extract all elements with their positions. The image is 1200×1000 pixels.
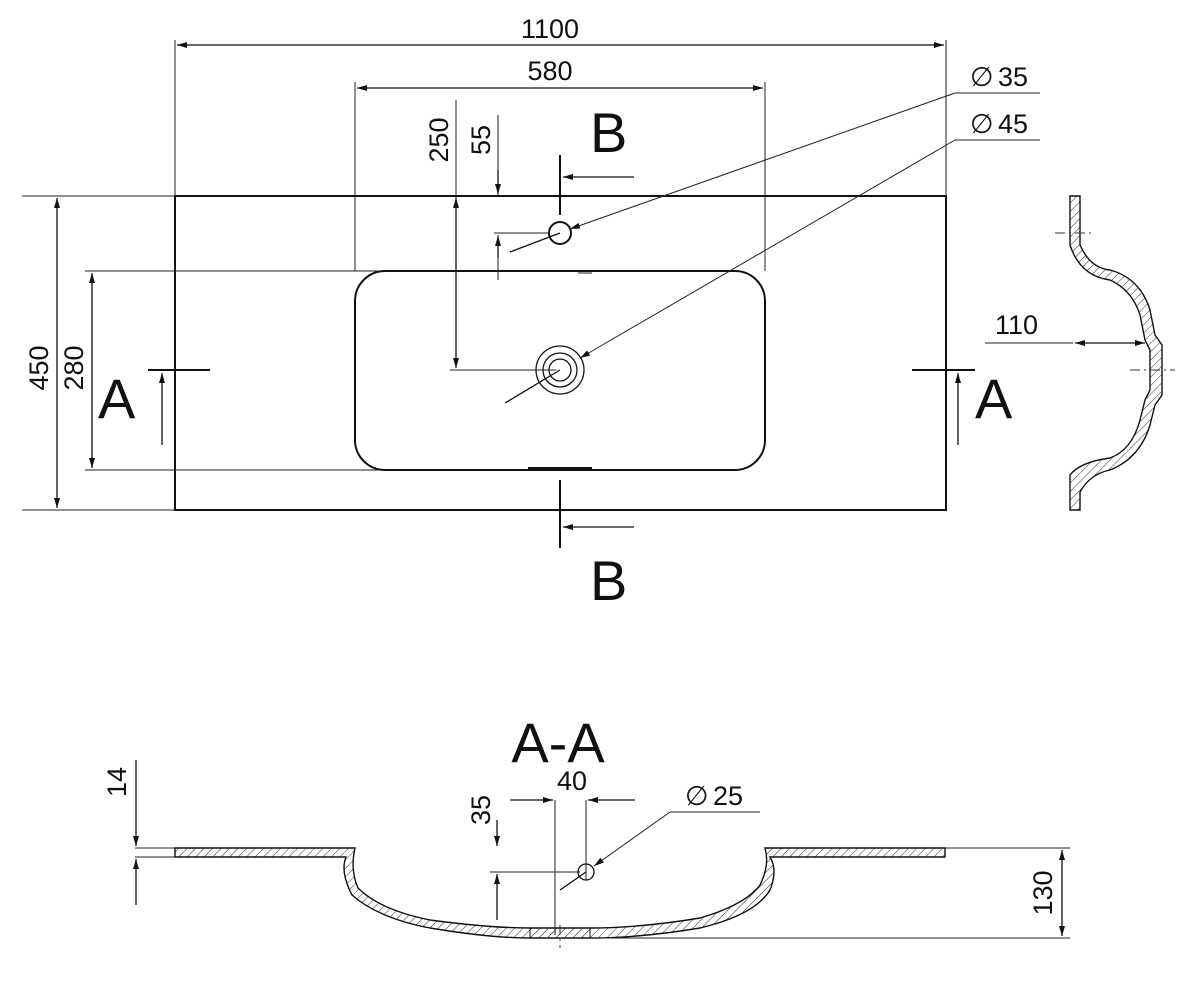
dim-bowl-width: 580 (527, 56, 572, 86)
dim-tap-hole-dia: 35 (998, 62, 1028, 92)
leader-line-drain (579, 139, 956, 359)
basin-bowl-outline (354, 270, 766, 471)
diameter-symbol-tap: ∅ (970, 62, 994, 92)
dim-drain-dia: 45 (998, 109, 1028, 139)
side-section-view: 110 (985, 195, 1175, 511)
dim-tap-edge: 55 (466, 125, 496, 155)
dim-total-height: 130 (1028, 870, 1058, 915)
plan-view: 1100 580 250 55 ∅ 35 ∅ 45 450 (22, 14, 1040, 612)
diameter-symbol-overflow: ∅ (685, 781, 709, 811)
basin-cross-section (174, 847, 946, 939)
section-a-label-right: A (975, 367, 1013, 430)
section-aa-title: A-A (511, 711, 605, 774)
leader-arrow-tap (509, 232, 561, 253)
section-aa-view: A-A 14 40 35 ∅ 25 130 (102, 711, 1070, 948)
dim-side-depth: 110 (995, 310, 1038, 340)
leader-line-overflow (593, 811, 671, 867)
dim-overflow-width: 40 (557, 766, 587, 796)
tap-hole-circle (548, 221, 572, 245)
section-a-label-left: A (98, 367, 136, 430)
dim-tap-offset: 250 (424, 117, 454, 162)
dim-overflow-height: 35 (466, 795, 496, 825)
dim-overflow-dia: 25 (713, 781, 743, 811)
leader-line-tap (569, 92, 956, 230)
side-profile-section (1069, 195, 1163, 511)
leader-arrow-drain (504, 369, 561, 404)
diameter-symbol-drain: ∅ (970, 109, 994, 139)
dim-bowl-depth: 280 (59, 345, 89, 390)
dim-overall-width: 1100 (521, 14, 579, 44)
section-b-label-bottom: B (590, 549, 627, 612)
dim-overall-depth: 450 (24, 345, 54, 390)
section-b-label-top: B (590, 101, 627, 164)
dim-slab-thickness: 14 (102, 767, 132, 797)
leader-arrow-overflow (559, 871, 587, 891)
drain-collar (529, 927, 591, 939)
